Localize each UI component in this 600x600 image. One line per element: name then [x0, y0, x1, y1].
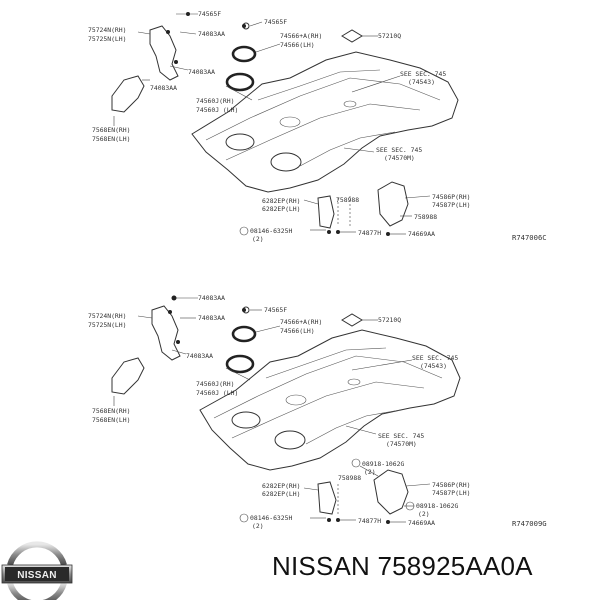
label-right-rh: 74586P(RH): [432, 193, 470, 201]
label-side-rh: 7568EN(RH): [92, 126, 130, 134]
label-ins-lower-lh: 74560J (LH): [196, 389, 238, 397]
label-bracket-lh: 75725N(LH): [88, 321, 126, 329]
cap: [341, 313, 363, 327]
label-bottom-mid: 74877H: [358, 517, 381, 525]
label-fastener-bottom: 08918-1062G: [416, 502, 458, 510]
label-sec1-sub: (74543): [420, 362, 447, 370]
label-fastener-bottom-qty: (2): [418, 510, 430, 518]
label-sec2-sub: (74570M): [386, 440, 417, 448]
mid-bracket: [317, 481, 337, 515]
label-mid-left-lh: 6282EP(LH): [262, 205, 300, 213]
label-mid-left-lh: 6282EP(LH): [262, 490, 300, 498]
insulator-ring-lower: [225, 354, 255, 374]
label-mid-left-rh: 6282EP(RH): [262, 197, 300, 205]
label-side-rh: 7568EN(RH): [92, 407, 130, 415]
label-bottom-right: 74669AA: [408, 230, 435, 238]
insulator-ring-upper: [231, 45, 257, 63]
right-bracket: [373, 469, 409, 515]
label-right-rh: 74586P(RH): [432, 481, 470, 489]
label-cap: 57210Q: [378, 32, 401, 40]
label-sec1-title: SEE SEC. 745: [412, 354, 458, 362]
label-sec1-sub: (74543): [408, 78, 435, 86]
label-sec2-sub: (74570M): [384, 154, 415, 162]
label-top-clip: 74083AA: [198, 294, 225, 302]
label-bottom-mid: 74877H: [358, 229, 381, 237]
nissan-logo: NISSAN: [1, 541, 73, 600]
label-grommet: 74565F: [264, 18, 287, 26]
bracket: [149, 25, 179, 81]
label-right-lh: 74587P(LH): [432, 489, 470, 497]
label-clip-a3: 74083AA: [150, 84, 177, 92]
label-sec2-title: SEE SEC. 745: [378, 432, 424, 440]
label-ins-upper-lh: 74566(LH): [280, 41, 315, 49]
bracket: [151, 305, 181, 361]
label-bolt-qty: (2): [252, 235, 264, 243]
label-right-lh: 74587P(LH): [432, 201, 470, 209]
label-bracket-rh: 75724N(RH): [88, 26, 126, 34]
brand-name: NISSAN: [272, 551, 371, 581]
floor-panel: [191, 51, 459, 193]
label-bracket-rh: 75724N(RH): [88, 312, 126, 320]
label-clip-a2: 74083AA: [186, 352, 213, 360]
label-mid-part: 758988: [336, 196, 359, 204]
side-insulator: [111, 357, 145, 395]
label-sec2-title: SEE SEC. 745: [376, 146, 422, 154]
mid-bracket: [317, 195, 335, 229]
ref-code: R747009G: [512, 519, 547, 528]
label-grommet: 74565F: [264, 306, 287, 314]
label-bolt: 08146-6325H: [250, 227, 292, 235]
insulator-ring-upper: [231, 325, 257, 343]
side-insulator: [111, 75, 145, 113]
label-bolt: 08146-6325H: [250, 514, 292, 522]
label-cap: 57210Q: [378, 316, 401, 324]
label-bracket-lh: 75725N(LH): [88, 35, 126, 43]
cap: [341, 29, 363, 43]
label-side-lh: 7568EN(LH): [92, 416, 130, 424]
label-ins-upper-rh: 74566+A(RH): [280, 32, 322, 40]
label-fastener-top: 08918-1062G: [362, 460, 404, 468]
label-right-part: 758988: [414, 213, 437, 221]
label-bottom-right: 74669AA: [408, 519, 435, 527]
label-ins-upper-rh: 74566+A(RH): [280, 318, 322, 326]
label-ins-lower-rh: 74560J(RH): [196, 380, 234, 388]
label-bolt-qty: (2): [252, 522, 264, 530]
diagram-lower: 74083AA 74565F 75724N(RH) 75725N(LH) 740…: [88, 294, 547, 530]
insulator-ring-lower: [225, 72, 255, 92]
part-number: 758925AA0A: [377, 551, 533, 581]
diagram-upper: 74565F 74565F 75724N(RH) 75725N(LH) 7408…: [88, 10, 547, 243]
label-clip-a2: 74083AA: [188, 68, 215, 76]
product-title: NISSAN 758925AA0A: [272, 551, 533, 582]
label-ins-upper-lh: 74566(LH): [280, 327, 315, 335]
label-top-clip: 74565F: [198, 10, 221, 18]
right-bracket: [377, 181, 409, 227]
logo-text: NISSAN: [17, 570, 57, 581]
label-clip-a1: 74083AA: [198, 30, 225, 38]
label-fastener-top-qty: (2): [364, 468, 376, 476]
label-mid-left-rh: 6282EP(RH): [262, 482, 300, 490]
label-mid-part: 758988: [338, 474, 361, 482]
floor-panel: [199, 329, 461, 471]
label-ins-lower-rh: 74560J(RH): [196, 97, 234, 105]
label-clip-a1: 74083AA: [198, 314, 225, 322]
ref-code: R747006C: [512, 233, 547, 242]
label-side-lh: 7568EN(LH): [92, 135, 130, 143]
label-sec1-title: SEE SEC. 745: [400, 70, 446, 78]
label-ins-lower-lh: 74560J (LH): [196, 106, 238, 114]
